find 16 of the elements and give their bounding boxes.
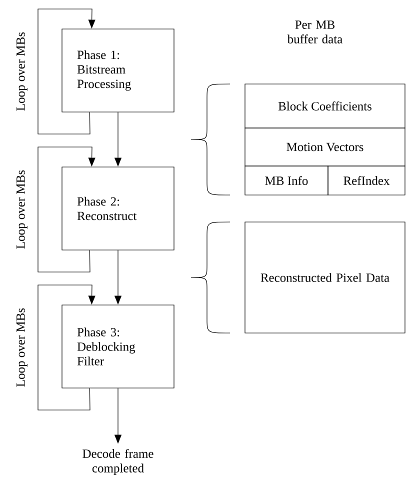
edge-label: Loop over MBs: [16, 30, 28, 112]
arrow: [38, 146, 96, 272]
table-cell: Motion Vectors: [244, 128, 406, 166]
buffer-box: Reconstructed Pixel Data: [244, 222, 406, 334]
process-box: Phase 2: Reconstruct: [62, 166, 174, 250]
column-heading: Per MB buffer data: [287, 20, 342, 44]
table-cell: RefIndex: [328, 166, 406, 196]
arrow: [38, 284, 96, 410]
process-box: Phase 3: Deblocking Filter: [62, 304, 174, 388]
process-box: Phase 1: Bitstream Processing: [62, 28, 174, 112]
table-cell: Block Coefficients: [244, 84, 406, 128]
table-cell: MB Info: [244, 166, 328, 196]
arrow: [38, 8, 96, 134]
edge-label: Loop over MBs: [16, 168, 28, 250]
end-text: Decode frame completed: [82, 449, 154, 475]
edge-label: Loop over MBs: [16, 306, 28, 388]
